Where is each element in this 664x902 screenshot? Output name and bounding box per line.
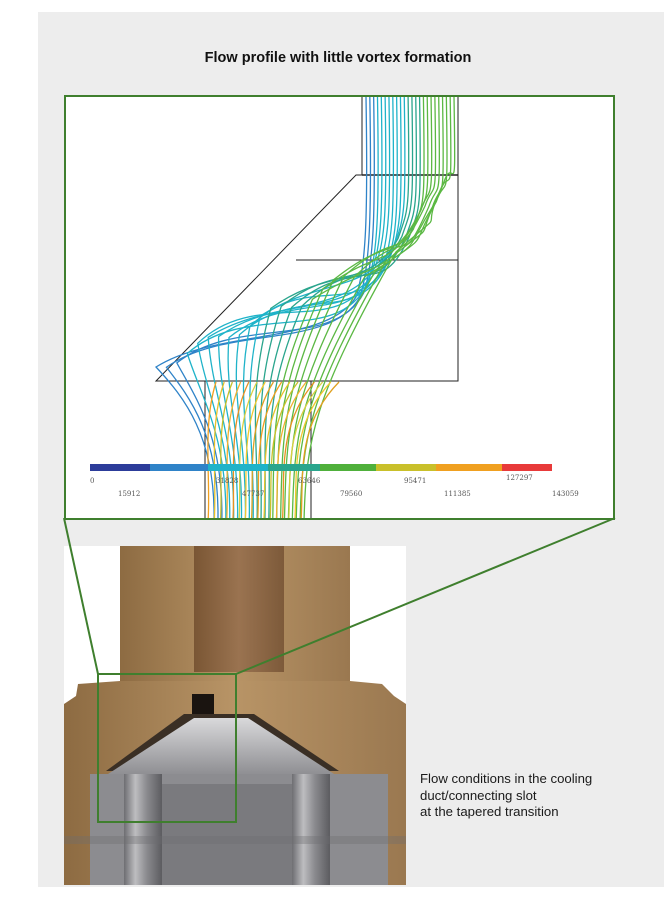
zoom-frame (97, 673, 237, 823)
colorbar: 0 31828 63646 95471 127297 15912 47737 7… (90, 464, 579, 498)
colorbar-seg-8 (502, 464, 552, 471)
inlet-streamline (288, 381, 324, 518)
caption-line-3: at the tapered transition (420, 804, 559, 819)
steel-pin-right (292, 774, 330, 885)
colorbar-tick-127297: 127297 (506, 474, 533, 482)
caption-line-1: Flow conditions in the cooling (420, 771, 593, 786)
colorbar-seg-6 (376, 464, 436, 471)
colorbar-seg-3 (208, 464, 268, 471)
colorbar-seg-1 (90, 464, 150, 471)
cfd-flow-svg: 0 31828 63646 95471 127297 15912 47737 7… (90, 97, 579, 518)
duct-cross-section-photo (64, 546, 406, 885)
steel-pin-left (124, 774, 162, 885)
inlet-streamline (207, 381, 217, 518)
colorbar-tick-79560: 79560 (340, 490, 362, 498)
streamline (165, 97, 372, 518)
colorbar-seg-4 (268, 464, 320, 471)
inlet-streamline (300, 381, 340, 518)
colorbar-tick-63646: 63646 (298, 477, 321, 485)
inlet-streamline (226, 381, 242, 518)
streamline (303, 97, 456, 518)
streamline (299, 97, 452, 518)
inlet-streamline (275, 381, 307, 518)
colorbar-tick-15912: 15912 (118, 490, 140, 498)
inlet-streamline (294, 381, 332, 518)
streamline (186, 97, 379, 518)
streamline (154, 97, 368, 518)
inlet-streamline (232, 381, 250, 518)
streamline (227, 97, 395, 518)
colorbar-seg-2 (150, 464, 208, 471)
colorbar-seg-5 (320, 464, 376, 471)
streamline (259, 97, 414, 518)
cfd-flow-plot: 0 31828 63646 95471 127297 15912 47737 7… (64, 95, 615, 520)
figure-caption: Flow conditions in the cooling duct/conn… (420, 771, 592, 821)
colorbar-tick-31828: 31828 (216, 477, 238, 485)
figure-title: Flow profile with little vortex formatio… (204, 50, 472, 66)
inlet-streamline (263, 381, 291, 518)
colorbar-tick-47737: 47737 (242, 490, 264, 498)
duct-cross-section-svg (64, 546, 406, 885)
inlet-streamline (244, 381, 266, 518)
streamline (279, 97, 433, 518)
streamline (295, 97, 448, 518)
streamline (176, 97, 375, 518)
inlet-streamline (257, 381, 283, 518)
steel-cone (108, 718, 334, 774)
inlet-streamline (238, 381, 258, 518)
inlet-streamline (250, 381, 274, 518)
colorbar-tick-95471: 95471 (404, 477, 426, 485)
connecting-slot (192, 694, 214, 716)
caption-line-2: duct/connecting slot (420, 787, 537, 803)
streamline (242, 97, 402, 518)
colorbar-tick-143059: 143059 (552, 490, 579, 498)
colorbar-seg-7 (436, 464, 502, 471)
central-channel (194, 546, 284, 672)
inlet-streamline (269, 381, 299, 518)
streamline (235, 97, 398, 518)
streamlines (154, 97, 456, 518)
inlet-streamline (219, 381, 234, 518)
steel-center (162, 784, 292, 885)
streamline (287, 97, 441, 518)
colorbar-tick-0: 0 (90, 477, 94, 485)
inlet-streamline (213, 381, 225, 518)
streamline (272, 97, 425, 518)
inlet-streamline (281, 381, 315, 518)
colorbar-tick-111385: 111385 (444, 490, 471, 498)
streamline (276, 97, 429, 518)
